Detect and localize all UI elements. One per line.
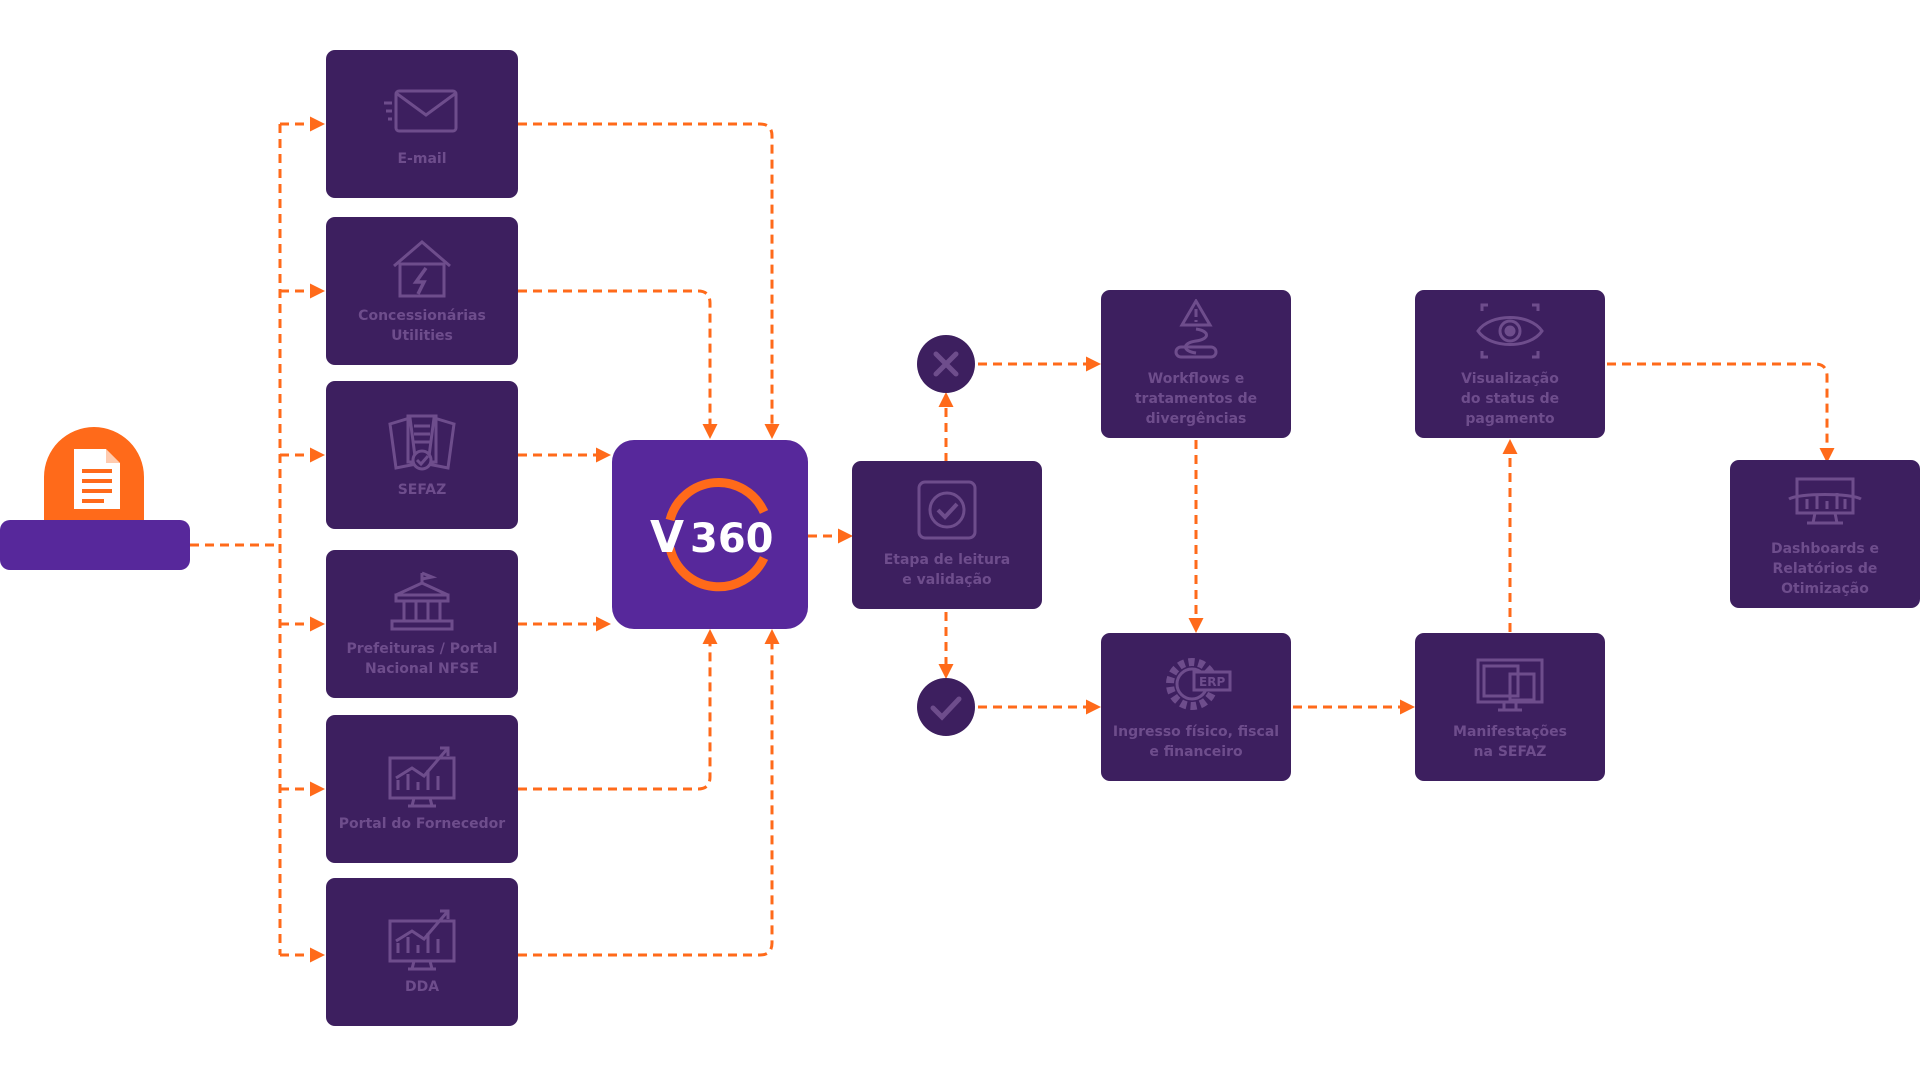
- warning-flow-icon: [1174, 299, 1218, 359]
- step-label: Etapa de leitura e validação: [883, 552, 1011, 588]
- monitor-chart-icon: [388, 909, 456, 971]
- government-building-icon: [390, 571, 454, 631]
- step-dashboards: Dashboards e Relatórios de Otimização: [1730, 460, 1920, 608]
- documents-check-icon: [388, 414, 456, 471]
- step-workflows: Workflows e tratamentos de divergências: [1101, 290, 1291, 438]
- source-email: E-mail: [326, 50, 518, 198]
- source-prefeituras: Prefeituras / Portal Nacional NFSE: [326, 550, 518, 698]
- source-dda: DDA: [326, 878, 518, 1026]
- x-icon: [933, 351, 959, 377]
- svg-text:ERP: ERP: [1199, 675, 1225, 689]
- source-label: DDA: [404, 979, 440, 995]
- monitor-chart-icon: [388, 746, 456, 808]
- step-label: Ingresso físico, fiscal e financeiro: [1112, 724, 1280, 760]
- step-reading-validation: Etapa de leitura e validação: [852, 461, 1042, 609]
- step-label: Dashboards e Relatórios de Otimização: [1770, 541, 1880, 597]
- source-label: E-mail: [397, 151, 447, 167]
- house-lightning-icon: [393, 240, 451, 298]
- source-label: Portal do Fornecedor: [338, 816, 506, 832]
- screens-icon: [1476, 658, 1544, 712]
- source-utilities: Concessionárias Utilities: [326, 217, 518, 365]
- check-icon: [930, 696, 962, 721]
- v360-hub: V 360: [612, 440, 808, 629]
- source-label: Prefeituras / Portal Nacional NFSE: [346, 641, 498, 677]
- step-label: Workflows e tratamentos de divergências: [1134, 371, 1258, 427]
- step-manifestacoes: Manifestações na SEFAZ: [1415, 633, 1605, 781]
- source-portal-fornecedor: Portal do Fornecedor: [326, 715, 518, 863]
- v360-logo: V 360: [650, 478, 774, 592]
- source-label: SEFAZ: [397, 482, 447, 498]
- connector-status-dashboards: [1607, 362, 1835, 463]
- connector-email-hub: [518, 122, 780, 439]
- logo-number: 360: [690, 516, 774, 562]
- connector-utilities-hub: [518, 289, 718, 439]
- document-icon: [0, 427, 190, 570]
- reject-decision: [917, 335, 975, 393]
- envelope-icon: [384, 89, 458, 133]
- source-sefaz: SEFAZ: [326, 381, 518, 529]
- connector-portal-hub: [518, 629, 718, 791]
- dashboard-monitor-icon: [1788, 477, 1862, 525]
- step-ingresso: ERP Ingresso físico, fiscal e financeiro: [1101, 633, 1291, 781]
- connector-dda-hub: [518, 629, 780, 957]
- approve-decision: [917, 678, 975, 736]
- check-square-icon: [917, 480, 977, 540]
- step-status-pagamento: Visualização do status de pagamento: [1415, 290, 1605, 438]
- document-source: [0, 405, 190, 570]
- source-label: Concessionárias Utilities: [358, 308, 486, 344]
- erp-gear-icon: ERP: [1166, 658, 1232, 710]
- eye-icon: [1476, 303, 1544, 359]
- step-label: Visualização do status de pagamento: [1460, 371, 1560, 427]
- logo-v: V: [650, 512, 684, 563]
- step-label: Manifestações na SEFAZ: [1453, 724, 1567, 760]
